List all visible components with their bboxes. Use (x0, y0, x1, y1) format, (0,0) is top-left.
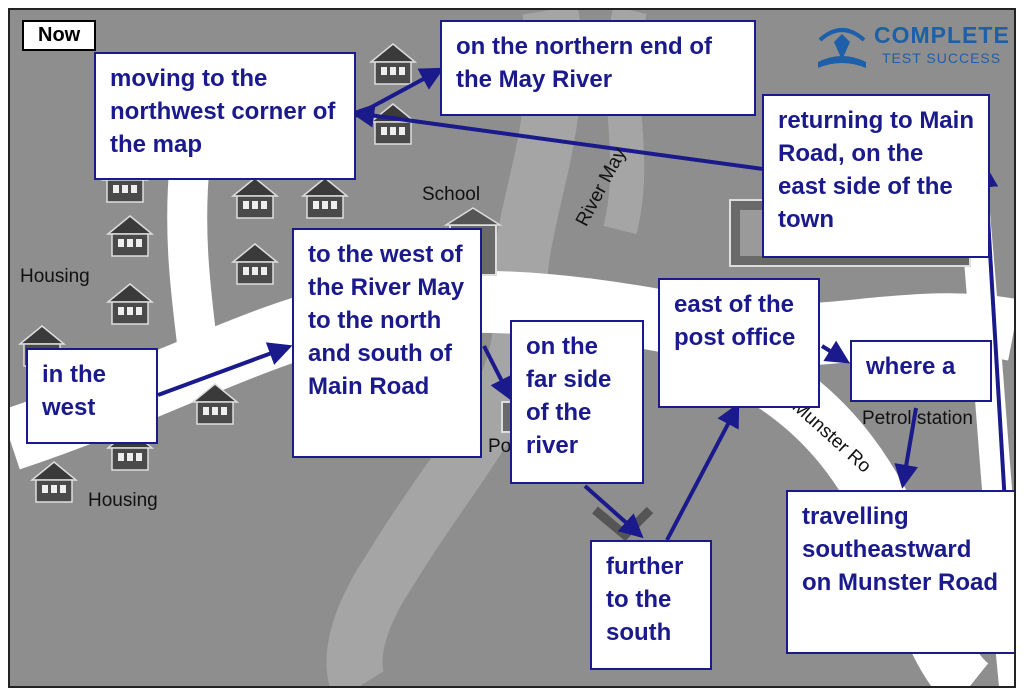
arrow-to-far-side (482, 345, 513, 402)
post-office-label: Po (488, 436, 512, 457)
callout-far-side: on the far side of the river (510, 320, 644, 484)
brand-logo: COMPLETE TEST SUCCESS (814, 20, 1014, 76)
brand-tagline: TEST SUCCESS (882, 50, 1002, 66)
house (370, 43, 416, 85)
callout-west-of-river: to the west of the River May to the nort… (292, 228, 482, 458)
callout-in-west: in the west (26, 348, 158, 444)
housing-label-upper: Housing (20, 266, 90, 287)
callout-east-of-post: east of the post office (658, 278, 820, 408)
callout-further-south: further to the south (590, 540, 712, 670)
house (370, 103, 416, 145)
house (232, 177, 278, 219)
arrow-to-northern-end (354, 67, 445, 118)
housing-label-lower: Housing (88, 490, 158, 511)
callout-northwest: moving to the northwest corner of the ma… (94, 52, 356, 180)
arrow-to-east-of-post (665, 402, 740, 541)
map: Now COMPLETE TEST SUCCESS Housing Housin… (8, 8, 1016, 688)
callout-returning: returning to Main Road, on the east side… (762, 94, 990, 258)
arrow-to-munster (894, 407, 919, 489)
main-road (10, 270, 1014, 470)
brand-name: COMPLETE (874, 22, 1010, 48)
house (107, 215, 153, 257)
brand-icon (818, 28, 866, 68)
arrow-west-to-main (157, 342, 293, 397)
arrow-to-south (583, 484, 644, 539)
house (31, 461, 77, 503)
callout-where-a: where a (850, 340, 992, 402)
petrol-station-label: Petrol station (862, 408, 973, 429)
house (107, 283, 153, 325)
school-label: School (422, 184, 481, 205)
callout-northern-end: on the northern end of the May River (440, 20, 756, 116)
arrow-to-petrol (820, 340, 851, 364)
callout-southeastward: travelling southeastward on Munster Road (786, 490, 1014, 654)
house (232, 243, 278, 285)
bridge (592, 506, 654, 542)
map-title: Now (22, 20, 97, 51)
arrow-to-northwest (350, 103, 771, 172)
house (302, 177, 348, 219)
